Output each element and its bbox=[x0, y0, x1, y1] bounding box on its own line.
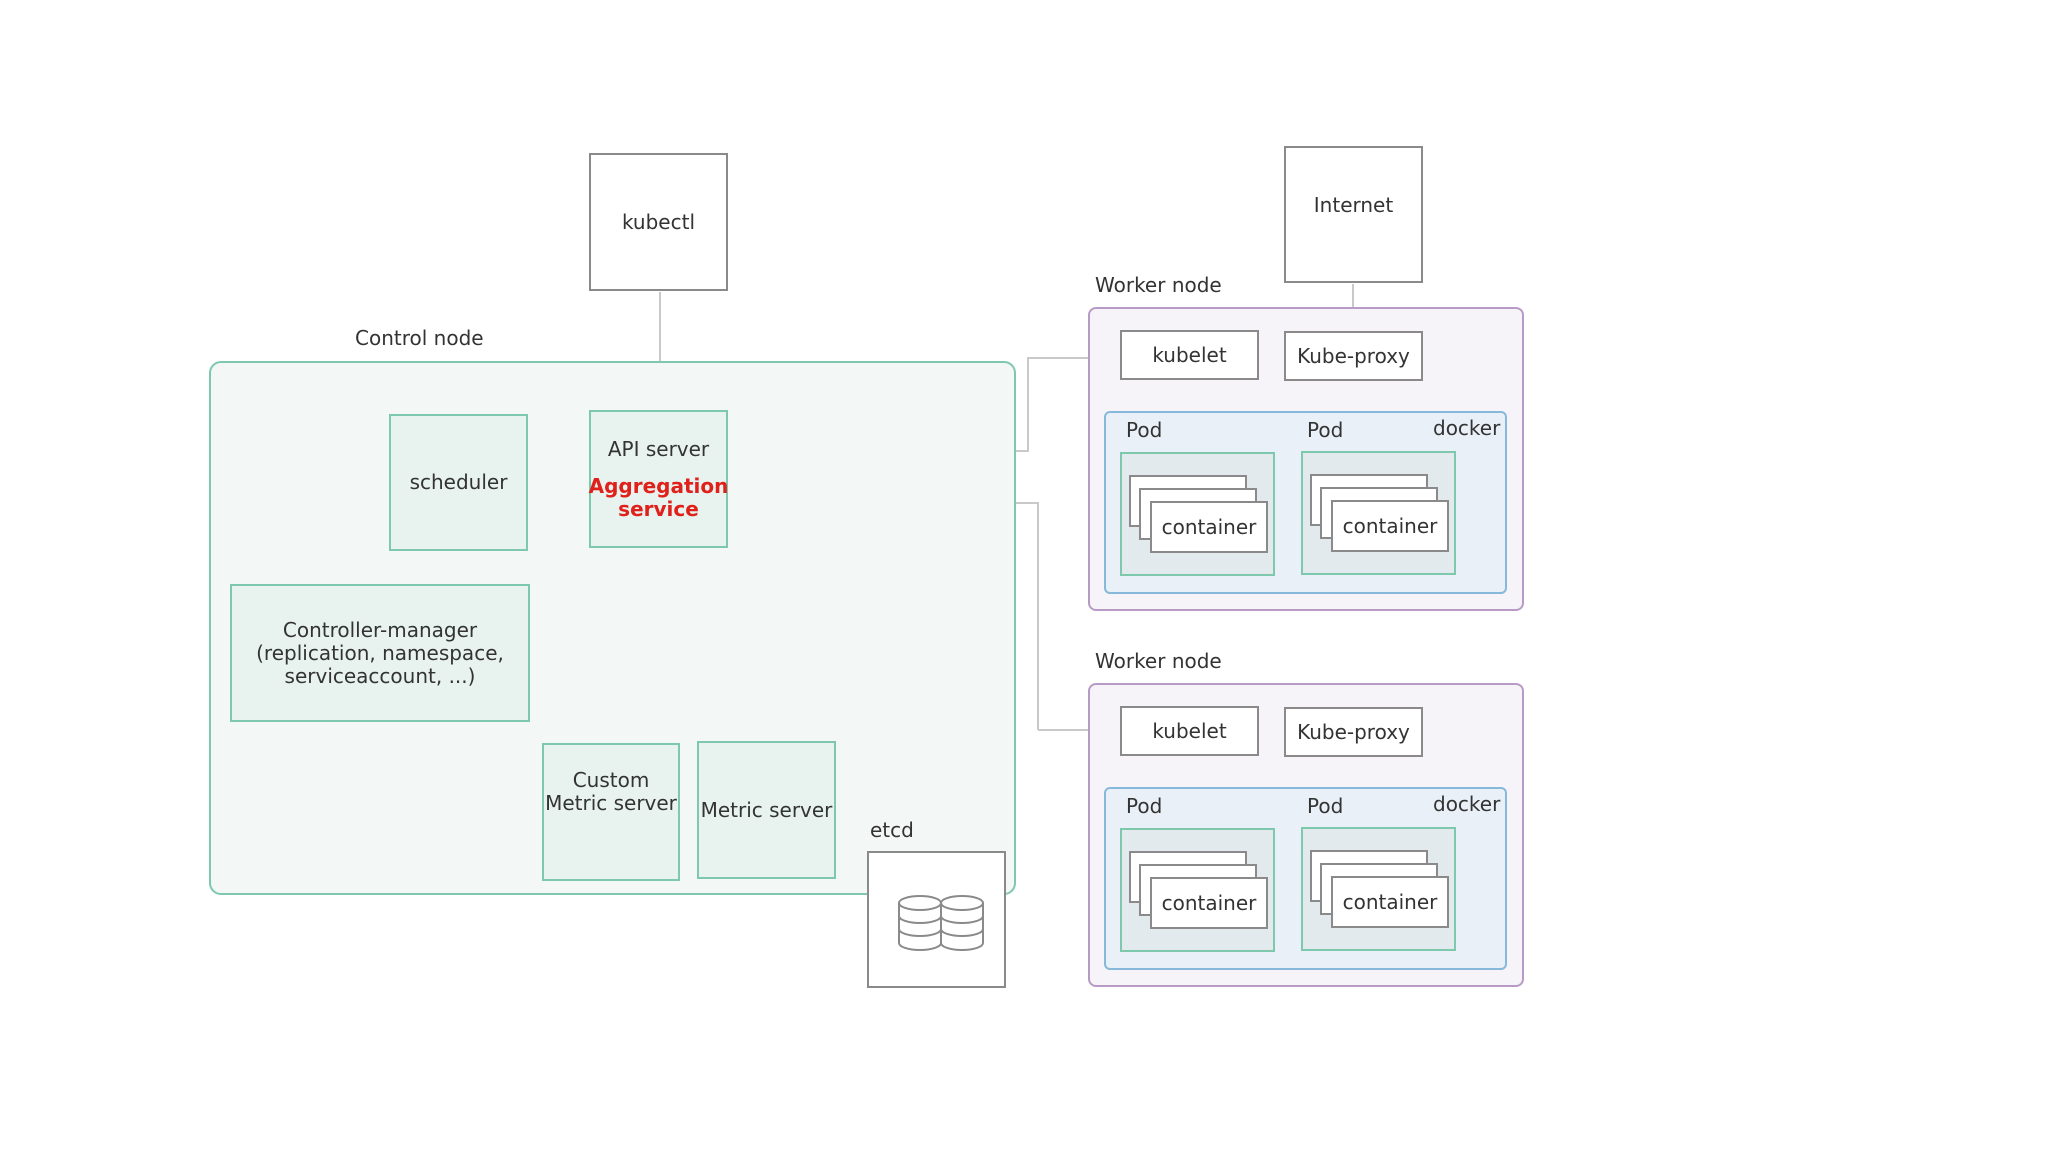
container-label: container bbox=[1342, 514, 1438, 538]
api-server-label: API server bbox=[607, 436, 710, 461]
worker-2-pod-2-label: Pod bbox=[1307, 794, 1344, 818]
aggregation-service-label-2: service bbox=[618, 496, 699, 521]
worker-1-kubelet-box: kubelet bbox=[1120, 330, 1259, 380]
metric-server-label: Metric server bbox=[700, 797, 833, 822]
scheduler-label: scheduler bbox=[409, 470, 508, 494]
worker-1-pod-1-label: Pod bbox=[1126, 418, 1163, 442]
worker-1-pod-1: container bbox=[1120, 452, 1275, 576]
controller-manager-label-2: (replication, namespace, bbox=[256, 640, 504, 665]
worker-2-kube-proxy-label: Kube-proxy bbox=[1297, 719, 1410, 744]
worker-1-pod-2: container bbox=[1301, 451, 1456, 575]
worker-1-kubelet-label: kubelet bbox=[1152, 342, 1227, 367]
internet-box: Internet bbox=[1284, 146, 1423, 283]
worker-2-pod-1-label: Pod bbox=[1126, 794, 1163, 818]
kubectl-label: kubectl bbox=[621, 209, 696, 234]
worker-1-pod-1-container: container bbox=[1150, 501, 1268, 553]
api-server-box: API server Aggregation service bbox=[589, 410, 728, 548]
controller-manager-label-1: Controller-manager bbox=[282, 617, 478, 642]
worker-2-pod-1: container bbox=[1120, 828, 1275, 952]
worker-2-pod-2-container: container bbox=[1331, 876, 1449, 928]
worker-node-1-label: Worker node bbox=[1095, 273, 1222, 297]
etcd-box bbox=[867, 851, 1006, 988]
worker-2-kube-proxy-box: Kube-proxy bbox=[1284, 707, 1423, 757]
worker-2-docker-label: docker bbox=[1433, 792, 1501, 816]
etcd-label: etcd bbox=[870, 818, 914, 842]
worker-2-pod-1-container: container bbox=[1150, 877, 1268, 929]
custom-metric-server-label-2: Metric server bbox=[545, 791, 677, 815]
worker-1-pod-2-label: Pod bbox=[1307, 418, 1344, 442]
container-label: container bbox=[1161, 515, 1257, 539]
worker-2-kubelet-label: kubelet bbox=[1152, 718, 1227, 743]
worker-1-pod-2-container: container bbox=[1331, 500, 1449, 552]
custom-metric-server-box: Custom Metric server bbox=[542, 743, 680, 881]
container-label: container bbox=[1161, 891, 1257, 915]
worker-1-kube-proxy-box: Kube-proxy bbox=[1284, 331, 1423, 381]
kubectl-box: kubectl bbox=[589, 153, 728, 291]
worker-1-docker-label: docker bbox=[1433, 416, 1501, 440]
worker-node-2-label: Worker node bbox=[1095, 649, 1222, 673]
worker-2-pod-2: container bbox=[1301, 827, 1456, 951]
worker-1-kube-proxy-label: Kube-proxy bbox=[1297, 343, 1410, 368]
internet-label: Internet bbox=[1313, 193, 1394, 217]
container-label: container bbox=[1342, 890, 1438, 914]
scheduler-box: scheduler bbox=[389, 414, 528, 551]
custom-metric-server-label-1: Custom bbox=[572, 768, 650, 792]
aggregation-service-label-1: Aggregation bbox=[588, 473, 729, 498]
database-icon bbox=[898, 895, 984, 951]
control-node-label: Control node bbox=[355, 326, 484, 350]
controller-manager-label-3: serviceaccount, ...) bbox=[284, 663, 476, 688]
metric-server-box: Metric server bbox=[697, 741, 836, 879]
controller-manager-box: Controller-manager (replication, namespa… bbox=[230, 584, 530, 722]
worker-2-kubelet-box: kubelet bbox=[1120, 706, 1259, 756]
